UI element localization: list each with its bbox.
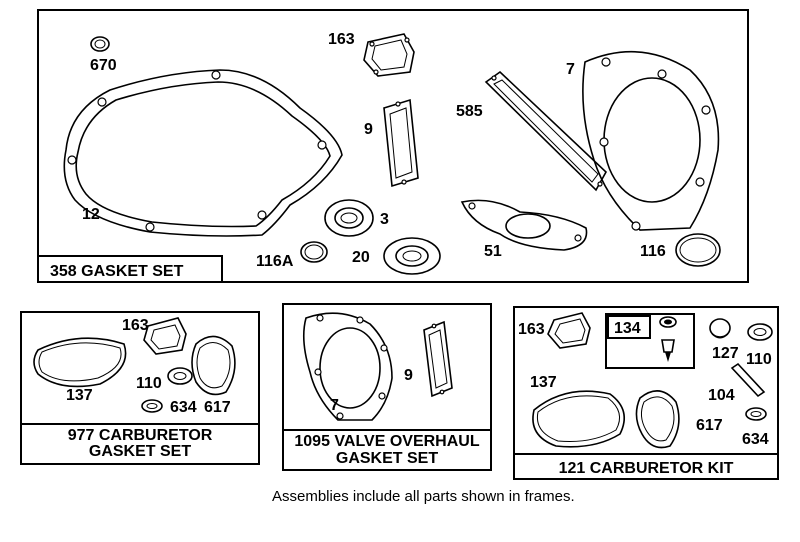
label-163: 163: [328, 31, 355, 48]
footnote: Assemblies include all parts shown in fr…: [272, 488, 575, 505]
part-116-oring: [675, 233, 721, 267]
frame-title-line2: GASKET SET: [89, 443, 191, 460]
label-634: 634: [170, 399, 197, 416]
subframe-134: [605, 313, 695, 369]
label-104: 104: [708, 387, 735, 404]
label-7: 7: [566, 61, 575, 78]
frame-358-gasket-set: 358 GASKET SET 670 12 163: [37, 9, 749, 283]
part-7-head-gasket: [582, 50, 720, 231]
frame-border: [37, 9, 749, 283]
label-110: 110: [136, 375, 162, 392]
part-9-gasket: [383, 98, 419, 188]
frame-title: 358 GASKET SET: [50, 263, 184, 280]
frame-977-carburetor-gasket-set: 977 CARBURETOR GASKET SET 137 163 617 11…: [20, 311, 260, 465]
label-617: 617: [204, 399, 231, 416]
part-670-seal: [90, 36, 110, 52]
label-137: 137: [66, 387, 93, 404]
frame-title-line1: 1095 VALVE OVERHAUL: [294, 433, 479, 450]
part-137-ring: [33, 337, 127, 388]
label-3: 3: [380, 211, 389, 228]
part-12-crankcase-gasket: [63, 69, 343, 237]
label-585: 585: [456, 103, 483, 120]
frame-1095-valve-overhaul-gasket-set: 1095 VALVE OVERHAUL GASKET SET 7 9: [282, 303, 492, 471]
label-9: 9: [364, 121, 373, 138]
frame-border: [20, 311, 260, 465]
part-51-gasket: [460, 199, 588, 251]
label-617: 617: [696, 417, 723, 434]
subframe-134-label-box: [607, 315, 651, 339]
label-51: 51: [484, 243, 502, 260]
part-585-gasket: [484, 70, 608, 192]
frame-title-line1: 977 CARBURETOR: [68, 427, 213, 444]
part-617-ring: [635, 390, 680, 449]
part-104-pin: [730, 362, 766, 398]
part-617-ring: [191, 335, 236, 396]
label-7: 7: [330, 397, 339, 414]
frame-title-line2: GASKET SET: [336, 450, 438, 467]
part-9-gasket: [423, 320, 453, 398]
part-110-washer: [747, 323, 773, 341]
part-127-cap: [709, 318, 731, 339]
label-116: 116: [640, 243, 666, 260]
part-163-gasket: [363, 33, 415, 77]
part-634-washer: [745, 407, 767, 421]
part-116a-oring: [300, 241, 328, 263]
frame-border: [282, 303, 492, 471]
label-137: 137: [530, 374, 557, 391]
part-7-head-gasket: [302, 312, 393, 421]
part-3-seal: [324, 199, 374, 237]
label-116a: 116A: [256, 253, 294, 270]
part-110-washer: [167, 367, 193, 385]
label-163: 163: [518, 321, 545, 338]
frame-121-carburetor-kit: 121 CARBURETOR KIT 163 134 127 110: [513, 306, 779, 480]
part-163-gasket: [143, 317, 187, 355]
part-634-washer: [141, 399, 163, 413]
frame-title: 121 CARBURETOR KIT: [559, 460, 734, 477]
label-163: 163: [122, 317, 149, 334]
label-12: 12: [82, 206, 100, 223]
part-134-needle-valve: [659, 316, 677, 362]
part-20-seal: [383, 237, 441, 275]
label-670: 670: [90, 57, 117, 74]
label-9: 9: [404, 367, 413, 384]
label-634: 634: [742, 431, 769, 448]
label-127: 127: [712, 345, 739, 362]
frame-border: [513, 306, 779, 480]
part-163-gasket: [547, 312, 591, 349]
label-110: 110: [746, 351, 772, 368]
part-137-ring: [532, 390, 626, 448]
label-134: 134: [614, 320, 641, 337]
label-20: 20: [352, 249, 370, 266]
frame-title-box: [37, 255, 223, 283]
